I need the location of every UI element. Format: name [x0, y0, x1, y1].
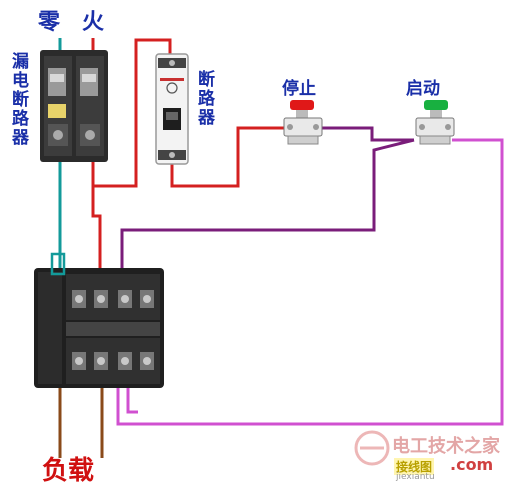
wire-live-to-contactor: [91, 186, 102, 272]
watermark-cn: 电工技术之家: [392, 436, 500, 457]
label-stop: 停止: [282, 79, 316, 99]
label-live: 火: [82, 10, 105, 35]
wire-control-return: [116, 138, 504, 426]
label-breaker: 断路器: [194, 70, 214, 127]
wire-control-to-coil: [120, 138, 415, 272]
wire-control-return-branch: [126, 378, 138, 414]
label-start: 启动: [406, 79, 440, 99]
label-rcd-breaker: 漏电断路器: [8, 52, 28, 147]
label-load: 负载: [42, 456, 95, 486]
wire-control-stop-start: [322, 126, 414, 142]
start-button-icon: [415, 100, 455, 145]
watermark-site-a: 接线图: [394, 458, 435, 475]
watermark-site-b: .com: [450, 455, 494, 474]
stop-button-icon: [283, 100, 323, 145]
wire-live-to-stop: [170, 126, 286, 188]
watermark-logo-icon: [354, 430, 390, 466]
wire-live-to-breaker: [91, 38, 172, 188]
rcd-breaker-icon: [40, 50, 108, 162]
watermark-site-pinyin: jiexiantu: [396, 472, 435, 482]
label-neutral: 零: [38, 10, 61, 35]
breaker-icon: [155, 53, 189, 165]
contactor-icon: [34, 252, 164, 388]
